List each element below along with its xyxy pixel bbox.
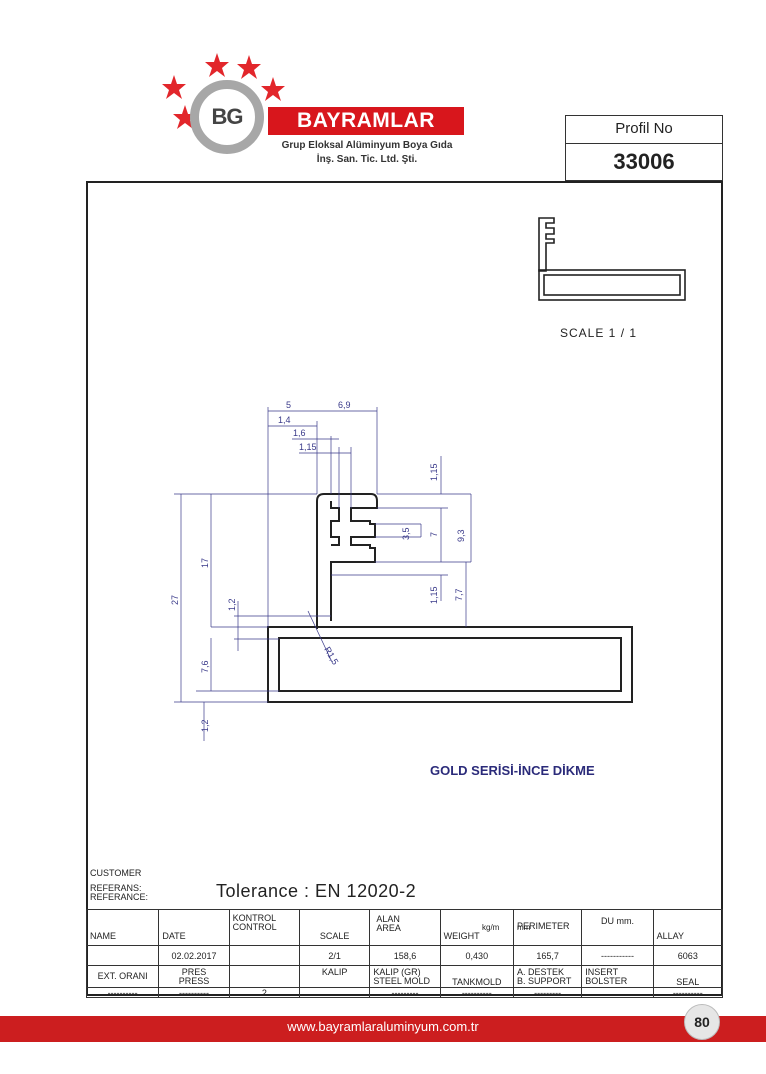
steel-mold-label: KALIP (GR)STEEL MOLD <box>369 965 441 988</box>
tool-value: --------- <box>512 987 583 998</box>
dim-label: 9,3 <box>456 529 466 542</box>
tankmold-label: TANKMOLD <box>439 965 514 988</box>
value-kontrol <box>228 945 300 966</box>
profile-box <box>565 115 723 181</box>
kalip-label: KALIP <box>298 965 371 988</box>
dim-label: 6,9 <box>338 400 351 410</box>
dim-label: 3,5 <box>401 527 411 540</box>
dim-label: 1,4 <box>278 415 291 425</box>
tool-value: ---------- <box>85 987 160 998</box>
technical-drawing: 5 6,9 1,4 1,6 1,15 1,15 3,5 7 9,3 1,15 7… <box>170 217 686 741</box>
dim-label: 5 <box>286 400 291 410</box>
star-icon <box>261 77 285 101</box>
tool-value: ---------- <box>158 987 230 998</box>
empty-cell <box>228 965 300 988</box>
footer-url[interactable]: www.bayramlaraluminyum.com.tr <box>287 1019 479 1034</box>
preview-scale: SCALE 1 / 1 <box>560 326 638 340</box>
dim-label: 7,6 <box>200 660 210 673</box>
profile-number: 33006 <box>613 149 675 174</box>
header-scale: SCALE <box>298 909 371 946</box>
dim-label: 1,15 <box>299 442 317 452</box>
divider <box>565 143 723 144</box>
dim-label: 1,6 <box>293 428 306 438</box>
tool-value: ---------- <box>652 987 724 998</box>
brand-subtitle-1: Grup Eloksal Alüminyum Boya Gıda <box>281 140 453 151</box>
seal-label: SEAL <box>652 965 724 988</box>
referans-label: REFERANS: <box>90 883 142 893</box>
profile-label: Profil No <box>615 120 673 137</box>
star-icon <box>237 55 261 79</box>
referance-label: REFERANCE: <box>90 892 149 902</box>
tool-value <box>298 987 371 998</box>
dim-label: 1,15 <box>429 586 439 604</box>
value-scale: 2/1 <box>298 945 371 966</box>
header-name: NAME <box>85 909 160 946</box>
dim-label: 7,7 <box>454 588 464 601</box>
series-title: GOLD SERİSİ-İNCE DİKME <box>430 763 595 778</box>
tool-value <box>581 987 654 998</box>
value-area: 158,6 <box>369 945 441 966</box>
brand-subtitle-2: İnş. San. Tic. Ltd. Şti. <box>316 154 418 165</box>
brand-name: BAYRAMLAR <box>268 107 464 135</box>
footer-bar <box>0 1016 766 1042</box>
dim-label: 17 <box>200 558 210 568</box>
value-weight: 0,430 <box>439 945 514 966</box>
page-number: 80 <box>684 1004 720 1040</box>
tolerance: Tolerance : EN 12020-2 <box>216 881 417 901</box>
value-perimeter: 165,7 <box>512 945 583 966</box>
header-du: DU mm. <box>581 909 654 946</box>
dim-label: 1,15 <box>429 463 439 481</box>
ext-label: EXT. ORANI <box>85 965 160 988</box>
table-values-row: 02.02.2017 2/1 158,6 0,430 165,7 -------… <box>85 945 724 966</box>
logo-circle <box>190 80 264 154</box>
star-icon <box>162 75 186 99</box>
tool-value: --------- <box>369 987 441 998</box>
dimension-lines <box>174 407 472 741</box>
dim-label: R1,5 <box>322 645 340 666</box>
value-name <box>85 945 160 966</box>
preview-profile <box>538 217 686 301</box>
dim-label: 1,2 <box>227 598 237 611</box>
logo-text: BG <box>211 104 244 129</box>
header-perimeter: PERIMETER mm <box>512 909 583 946</box>
value-date: 02.02.2017 <box>158 945 230 966</box>
star-icon <box>205 53 229 77</box>
tool-value: ---------- <box>439 987 514 998</box>
dim-label: 1,2 <box>200 719 210 732</box>
bottom-margin <box>0 1042 766 1074</box>
tool-value: 2 <box>228 987 300 998</box>
table-tooling-values-row: ---------- ---------- 2 --------- ------… <box>85 987 724 998</box>
header-weight: WEIGHT kg/m <box>439 909 514 946</box>
header-date: DATE <box>158 909 230 946</box>
value-du: ----------- <box>581 945 654 966</box>
customer-label: CUSTOMER <box>90 868 142 878</box>
dim-label: 27 <box>170 595 180 605</box>
main-profile <box>267 493 633 703</box>
header-allay: ALLAY <box>652 909 724 946</box>
dimension-labels: 5 6,9 1,4 1,6 1,15 1,15 3,5 7 9,3 1,15 7… <box>170 400 466 732</box>
value-allay: 6063 <box>652 945 724 966</box>
dim-label: 7 <box>429 532 439 537</box>
